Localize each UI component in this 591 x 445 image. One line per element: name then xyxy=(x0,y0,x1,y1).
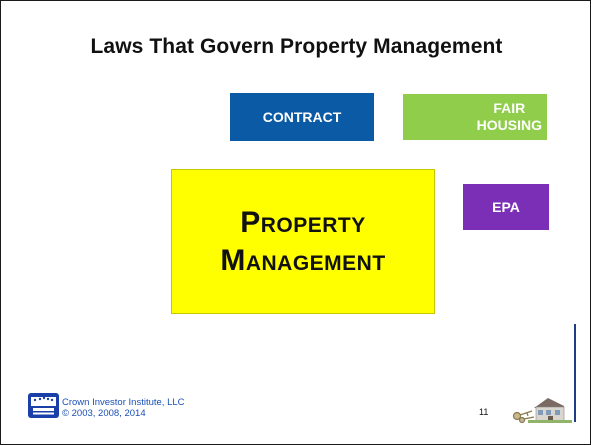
property-management-line1: Property xyxy=(240,206,366,239)
epa-box: EPA xyxy=(463,184,549,230)
contract-box: CONTRACT xyxy=(230,93,374,141)
slide-title: Laws That Govern Property Management xyxy=(90,35,503,58)
page-number: 11 xyxy=(479,407,489,417)
fair-housing-box: FAIR HOUSING xyxy=(403,94,547,140)
property-management-box: Property Management xyxy=(171,169,435,314)
footer-org: Crown Investor Institute, LLC xyxy=(62,397,185,408)
epa-label: EPA xyxy=(492,199,520,215)
crown-logo-icon xyxy=(28,393,59,418)
fair-housing-label-line2: HOUSING xyxy=(476,117,542,133)
decorative-vertical-line xyxy=(574,324,576,422)
contract-label: CONTRACT xyxy=(262,109,342,125)
fair-housing-label-line1: FAIR xyxy=(493,100,526,116)
house-keys-icon xyxy=(512,398,572,424)
property-management-line2: Management xyxy=(220,243,386,277)
footer-copyright: © 2003, 2008, 2014 xyxy=(62,408,146,419)
footer-text: Crown Investor Institute, LLC © 2003, 20… xyxy=(62,397,185,419)
